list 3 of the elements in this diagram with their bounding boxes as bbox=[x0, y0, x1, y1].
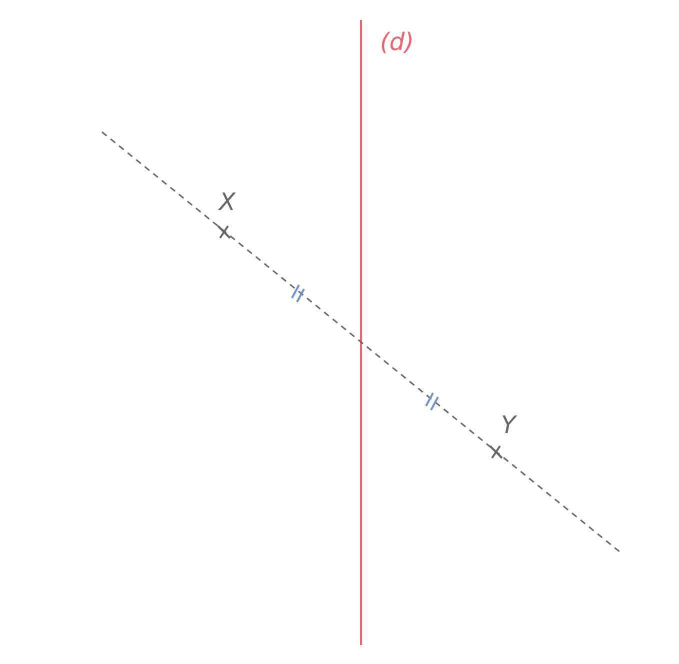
line-label: (d) bbox=[380, 30, 414, 54]
point-label: X bbox=[219, 190, 236, 214]
point-label: Y bbox=[501, 413, 516, 437]
